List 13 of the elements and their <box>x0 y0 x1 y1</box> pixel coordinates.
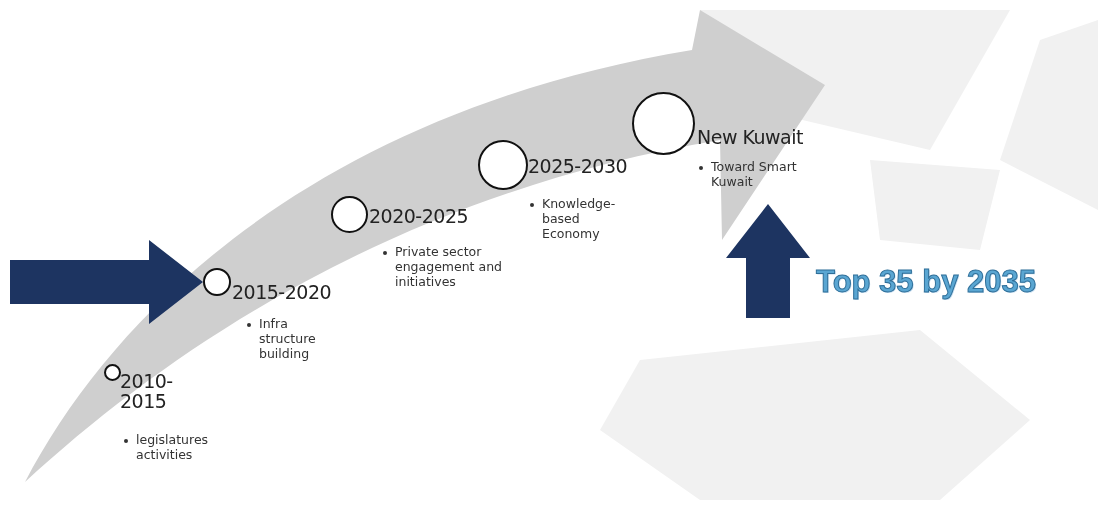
block-arrow <box>726 204 810 318</box>
bullet-text: Knowledge-based Economy <box>528 197 640 242</box>
milestone-title: New Kuwait <box>697 128 804 148</box>
bullet-text: Infra structure building <box>245 317 325 362</box>
block-arrow <box>10 240 203 324</box>
milestone-title: 2020-2025 <box>369 207 470 227</box>
milestone-title: 2015-2020 <box>232 283 333 303</box>
bullet-text: legislatures activities <box>122 433 232 463</box>
goal-text: Top 35 by 2035 <box>816 264 1036 300</box>
bullet-text: Toward Smart Kuwait <box>697 160 827 190</box>
milestone-title: 2010- 2015 <box>120 372 174 412</box>
milestone-title: 2025-2030 <box>528 157 629 177</box>
bullet-text: Private sector engagement and initiatives <box>381 245 511 290</box>
